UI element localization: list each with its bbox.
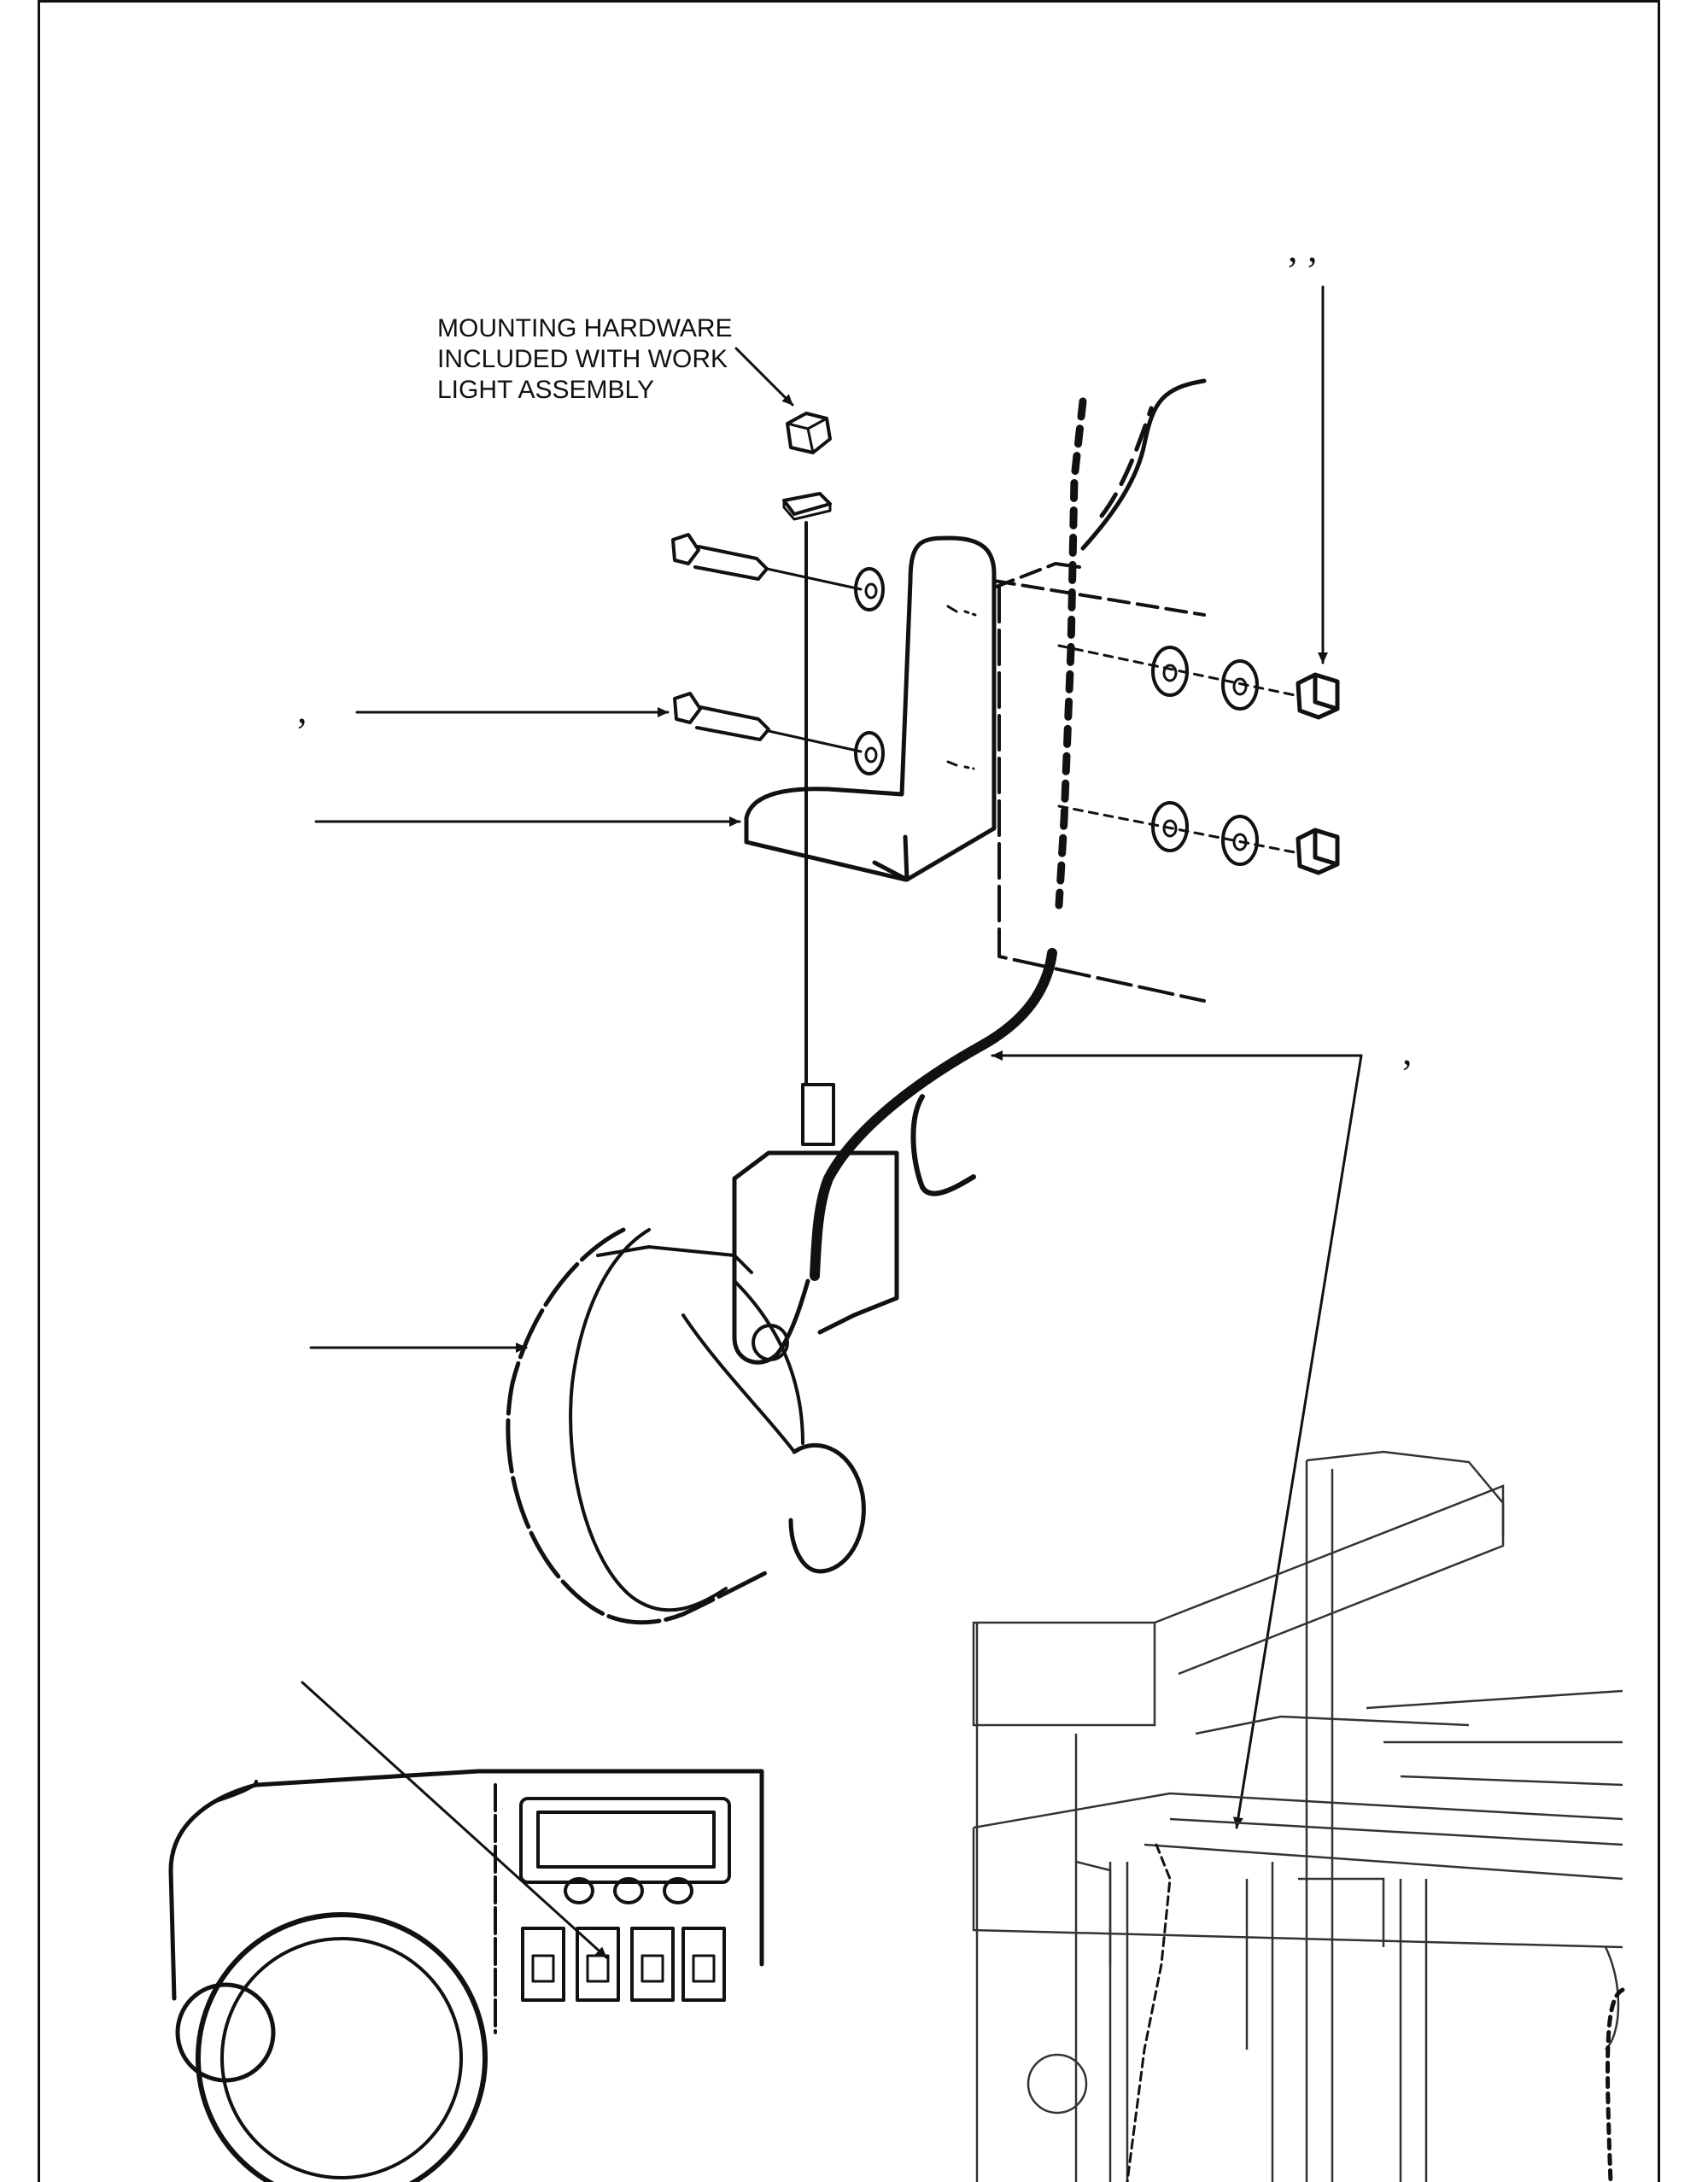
- control-knob: [175, 1982, 276, 2083]
- washer-upper-icon: [854, 567, 885, 611]
- power-cable: [810, 948, 1057, 1281]
- leader-switch: [301, 1681, 608, 1959]
- left-button-icon: [613, 1877, 644, 1904]
- display-window: [536, 1811, 716, 1869]
- washer-right-3-icon: [1151, 801, 1189, 852]
- callout-line-1: MOUNTING HARDWARE: [437, 314, 733, 342]
- washer-lower-icon: [854, 731, 885, 775]
- cable-route-dashed: [1126, 1843, 1625, 2182]
- control-handle: [168, 1769, 764, 2182]
- lock-washer-icon: [782, 492, 832, 521]
- nut-right-lower-icon: [1296, 828, 1340, 875]
- callout-comma-right: ,: [1402, 1029, 1413, 1073]
- work-light: [506, 1083, 899, 1625]
- right-fastener-stack: [1057, 644, 1340, 875]
- switch-bank: [521, 1927, 726, 2002]
- drawing-sheet: [38, 0, 1660, 2182]
- washer-right-2-icon: [1221, 659, 1259, 711]
- truck-frame: [972, 1450, 1623, 2182]
- right-button-icon: [663, 1877, 693, 1904]
- nut-right-upper-icon: [1296, 672, 1340, 720]
- bolt-upper-icon: [671, 533, 863, 591]
- mounting-hardware-callout: MOUNTING HARDWARE INCLUDED WITH WORK LIG…: [437, 314, 733, 404]
- callout-line-2: INCLUDED WITH WORK: [437, 345, 728, 373]
- control-wheel: [196, 1912, 488, 2182]
- l-bracket: [744, 535, 997, 882]
- menu-button-icon: [564, 1877, 594, 1904]
- leader-hardware: [734, 347, 794, 407]
- callout-line-3: LIGHT ASSEMBLY: [437, 376, 654, 404]
- callout-comma-top-right: , ,: [1288, 226, 1318, 270]
- washer-right-1-icon: [1151, 646, 1189, 697]
- work-light-switch: [576, 1927, 620, 2002]
- leader-cable-route: [1232, 1054, 1363, 1829]
- callout-comma-left: ,: [297, 687, 307, 731]
- frame-panel: [992, 378, 1207, 1003]
- hex-nut-icon: [786, 412, 832, 454]
- bolt-lower-icon: [673, 692, 863, 753]
- leader-arrows: [301, 285, 1363, 1959]
- washer-right-4-icon: [1221, 815, 1259, 866]
